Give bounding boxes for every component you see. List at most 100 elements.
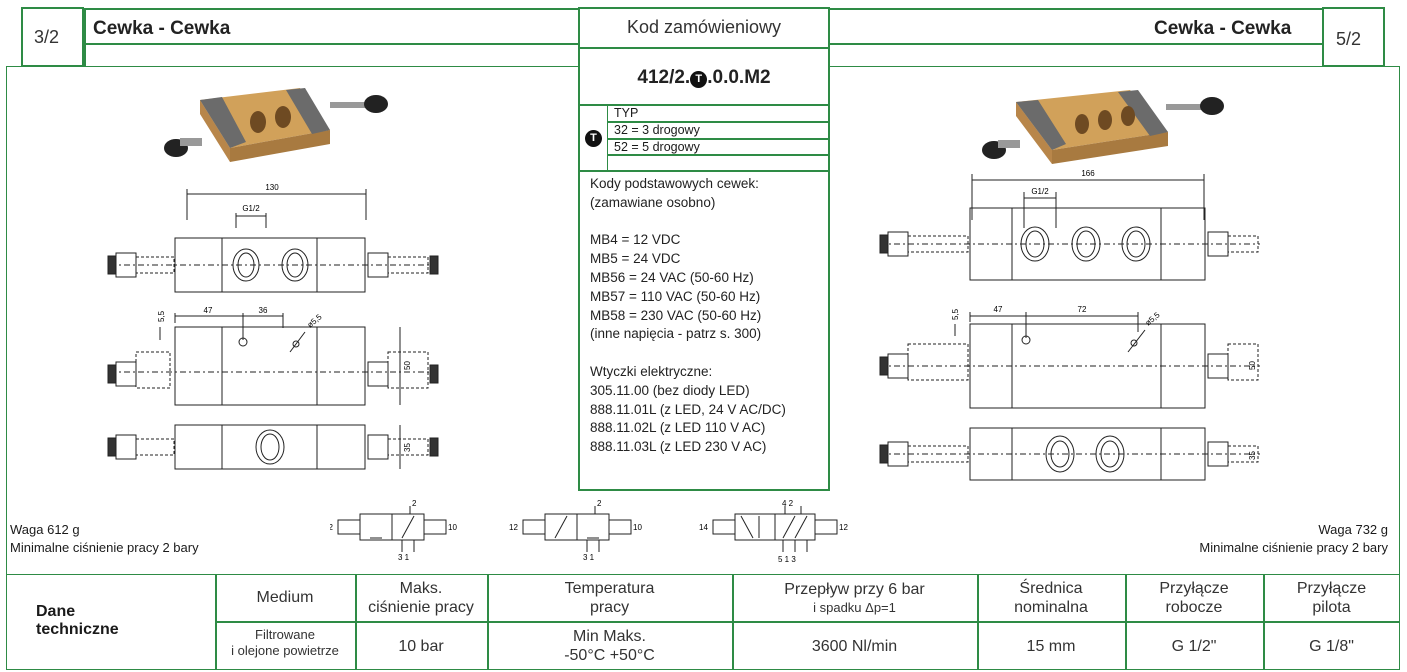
coil-line: Kody podstawowych cewek: — [590, 176, 759, 191]
symbol-3-2-a — [337, 506, 447, 552]
td-temp-2: -50°C +50°C — [564, 647, 655, 664]
coil-line: MB5 = 24 VDC — [590, 251, 681, 267]
th-temp-1: Temperatura — [564, 580, 655, 597]
right-dim-length: 166 — [1081, 169, 1095, 178]
table-column-rule — [977, 575, 979, 670]
table-column-rule — [732, 575, 734, 670]
typ-marker-icon: T — [585, 130, 602, 147]
left-header-sep — [84, 8, 86, 67]
code-marker-icon: T — [690, 71, 708, 88]
s1-right: 10 — [448, 523, 457, 532]
table-column-rule — [1125, 575, 1127, 670]
coil-line: MB57 = 110 VAC (50-60 Hz) — [590, 288, 761, 304]
right-dim-hole: ø5,5 — [1144, 310, 1162, 328]
typ-option-1: 32 = 3 drogowy — [614, 123, 700, 137]
coil-line: (inne napięcia - patrz s. 300) — [590, 326, 762, 342]
table-column-rule — [1263, 575, 1265, 670]
left-title: Cewka - Cewka — [93, 18, 231, 39]
typ-option-2: 52 = 5 drogowy — [614, 140, 700, 154]
th-flow-1: Przepływ przy 6 bar — [784, 581, 925, 598]
s3-left: 14 — [699, 523, 708, 532]
s1-left: 12 — [330, 523, 333, 532]
coil-line: 888.11.02L (z LED 110 V AC) — [590, 420, 766, 436]
s3-top: 4 2 — [782, 500, 794, 508]
table-column-rule — [355, 575, 357, 670]
left-badge — [21, 7, 84, 67]
order-title-rule — [579, 47, 829, 49]
typ-row-rule-2 — [607, 138, 829, 140]
td-medium-1: Filtrowane — [255, 627, 315, 642]
right-min-pressure: Minimalne ciśnienie pracy 2 bary — [1199, 540, 1388, 555]
coil-line: MB4 = 12 VDC — [590, 232, 681, 248]
coil-line: Wtyczki elektryczne: — [590, 364, 713, 379]
left-header-rule — [84, 8, 578, 10]
dane-label-1: Dane — [36, 603, 76, 620]
s2-top: 2 — [597, 500, 602, 508]
s2-bottom: 3 1 — [583, 553, 595, 562]
left-badge-label: 3/2 — [34, 27, 60, 47]
left-dim-port: G1/2 — [242, 204, 260, 213]
th-flow-2: i spadku Δp=1 — [813, 600, 896, 615]
td-diam: 15 mm — [1026, 638, 1076, 655]
left-header-rule-2 — [84, 43, 578, 45]
th-pilot-2: pilota — [1312, 599, 1351, 616]
order-code: 412/2.T.0.0.M2 — [580, 67, 828, 89]
typ-bottom-rule — [579, 170, 829, 172]
coil-line: MB56 = 24 VAC (50-60 Hz) — [590, 270, 754, 285]
th-diam-2: nominalna — [1014, 599, 1088, 616]
right-valve-photo — [982, 90, 1224, 164]
left-dim-depth: 35 — [403, 443, 412, 452]
right-front-view — [879, 312, 1260, 409]
left-dim-a: 47 — [204, 306, 213, 315]
s2-right: 10 — [633, 523, 642, 532]
right-header-rule-2 — [830, 43, 1322, 45]
s1-bottom: 3 1 — [398, 553, 410, 562]
right-dim-h1: 5,5 — [951, 308, 960, 320]
tech-table-mid-rule — [215, 621, 1400, 623]
order-code-box — [578, 7, 830, 491]
td-work: G 1/2" — [1171, 638, 1217, 655]
right-badge-label: 5/2 — [1336, 29, 1362, 49]
s3-bottom: 5 1 3 — [778, 555, 796, 564]
right-dim-a: 47 — [994, 305, 1003, 314]
coil-line: 888.11.01L (z LED, 24 V AC/DC) — [590, 401, 786, 417]
left-valve-photo — [164, 88, 388, 162]
typ-row-rule-3 — [607, 154, 829, 156]
th-medium: Medium — [256, 589, 314, 606]
right-bottom-view — [879, 427, 1260, 481]
typ-label: TYP — [614, 106, 639, 120]
left-weight: Waga 612 g — [10, 522, 80, 537]
coil-line: 888.11.03L (z LED 230 V AC) — [590, 439, 767, 455]
order-code-title: Kod zamówieniowy — [626, 17, 782, 37]
dane-label-2: techniczne — [36, 621, 119, 638]
td-pressure: 10 bar — [398, 638, 444, 655]
th-work-1: Przyłącze — [1159, 580, 1229, 597]
left-valve-drawing: 130 G1/2 47 36 ø5,5 5,5 50 35 — [107, 88, 440, 470]
right-badge — [1322, 7, 1385, 67]
th-pressure-2: ciśnienie pracy — [368, 599, 474, 616]
s1-top: 2 — [412, 500, 417, 508]
order-code-rule — [579, 104, 829, 106]
symbol-3-2-b — [522, 506, 632, 552]
left-bottom-view — [107, 424, 439, 470]
left-dim-length: 130 — [265, 183, 279, 192]
coil-line: (zamawiane osobno) — [590, 194, 716, 210]
table-column-rule — [487, 575, 489, 670]
code-prefix: 412/2. — [637, 67, 691, 88]
left-dim-height: 50 — [403, 361, 412, 370]
table-column-rule — [215, 575, 217, 670]
left-min-pressure: Minimalne ciśnienie pracy 2 bary — [10, 540, 199, 555]
coil-line: 305.11.00 (bez diody LED) — [590, 382, 750, 398]
pneumatic-symbols: 12 10 2 3 1 12 10 2 3 1 14 12 4 2 5 1 3 — [330, 500, 848, 564]
right-title: Cewka - Cewka — [1154, 18, 1292, 39]
th-temp-2: pracy — [589, 599, 630, 616]
right-valve-drawing: 166 G1/2 47 72 ø5,5 5,5 50 35 — [879, 90, 1260, 481]
th-work-2: robocze — [1165, 599, 1223, 616]
td-pilot: G 1/8" — [1309, 638, 1354, 655]
td-medium-2: i olejone powietrze — [231, 643, 339, 658]
code-suffix: .0.0.M2 — [707, 67, 771, 88]
right-weight: Waga 732 g — [1318, 522, 1388, 537]
left-front-view — [107, 313, 440, 406]
th-pressure-1: Maks. — [399, 580, 443, 597]
right-dim-b: 72 — [1078, 305, 1087, 314]
